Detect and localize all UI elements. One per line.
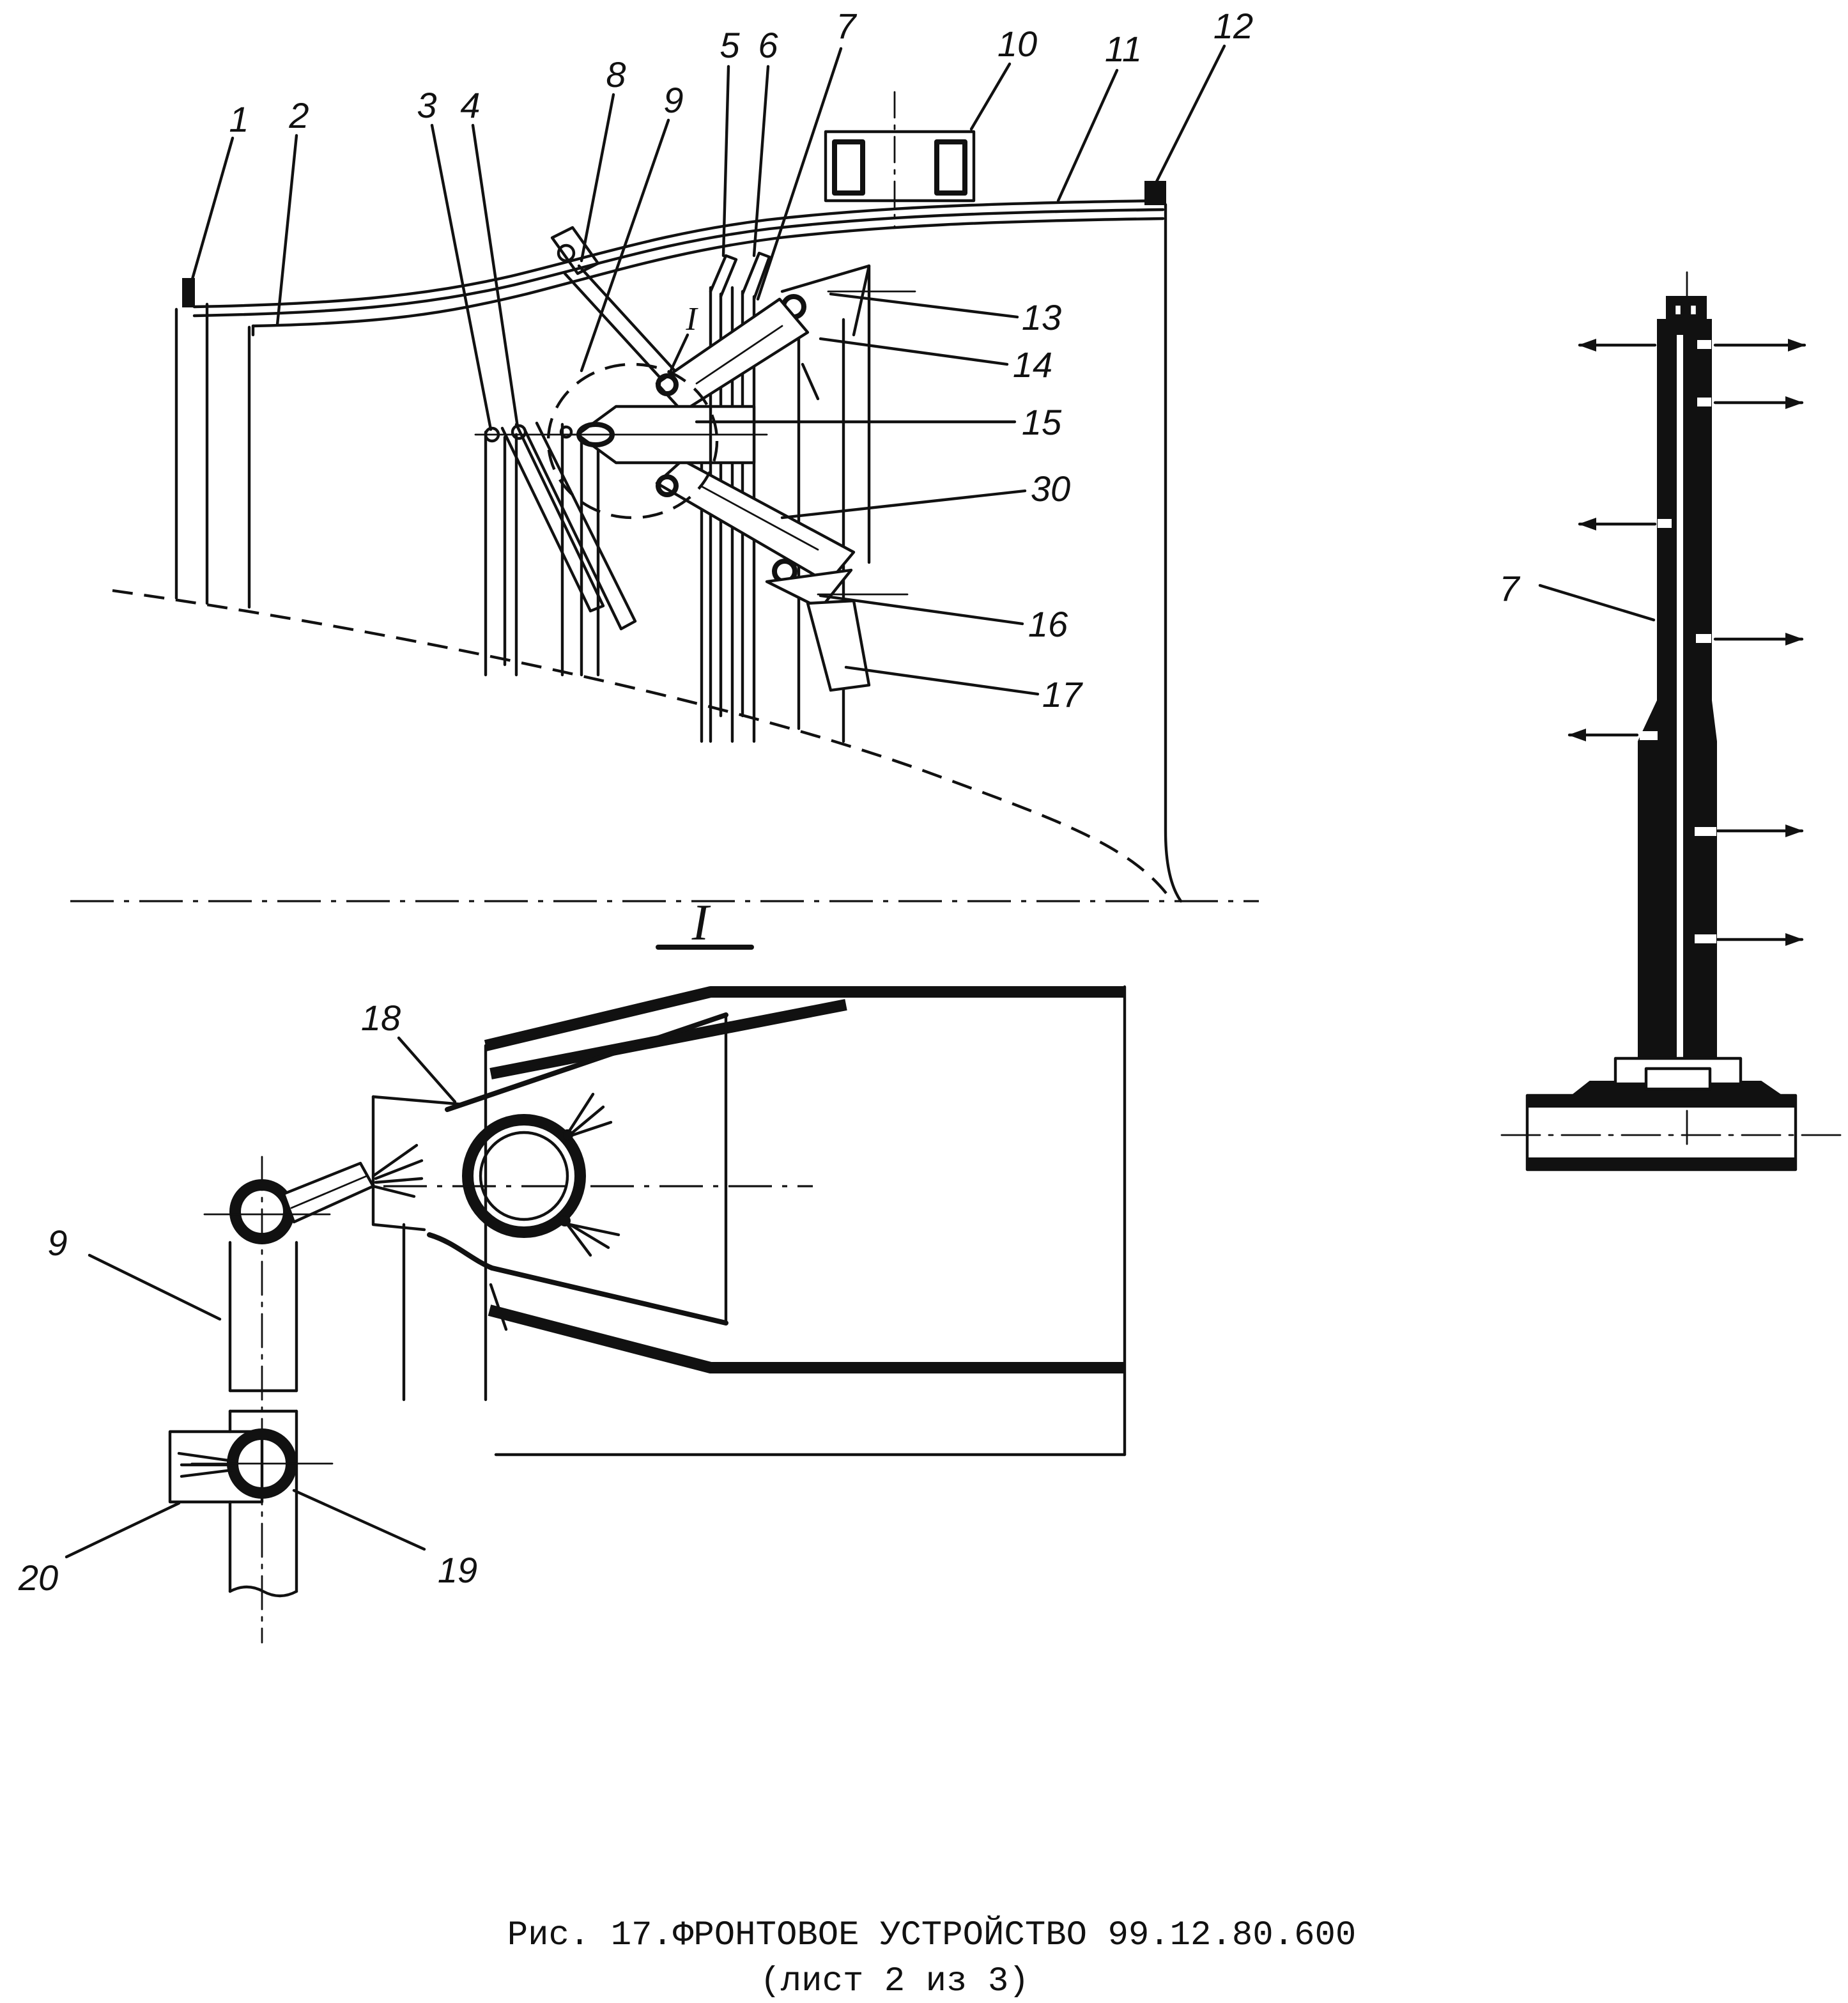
callout-7: 7	[836, 6, 857, 46]
injector-detail: 7	[1499, 271, 1844, 1172]
callout-5: 5	[720, 25, 740, 65]
rear-wall	[1164, 203, 1183, 903]
callout-19: 19	[438, 1550, 477, 1590]
caption-sheet: (лист 2 из 3)	[760, 1962, 1029, 2001]
callout-6: 6	[758, 25, 778, 65]
figure-caption: Рис. 17.ФРОНТОВОЕ УСТРОЙСТВО 99.12.80.60…	[507, 1915, 1357, 2001]
callout-12: 12	[1213, 6, 1253, 46]
callout-18: 18	[361, 998, 401, 1038]
swirler	[371, 1092, 620, 1257]
lower-arm	[655, 458, 856, 585]
inner-wall-dashed	[112, 589, 1171, 899]
upper-arm	[655, 297, 810, 414]
link-rod	[550, 226, 677, 380]
callout-11: 11	[1105, 29, 1142, 69]
callout-1: 1	[229, 99, 249, 139]
lower-tab	[806, 599, 871, 692]
section-mark-I: I	[685, 301, 698, 337]
injector-base	[1500, 1056, 1844, 1172]
swirler-ring	[462, 1114, 586, 1238]
spray-arrows	[1567, 339, 1806, 946]
callout-13: 13	[1022, 297, 1061, 337]
main-leaders	[190, 44, 1226, 696]
callout-14: 14	[1013, 344, 1052, 385]
injector-orifices	[1640, 340, 1716, 943]
struts-3-4	[474, 421, 637, 677]
callout-2: 2	[288, 95, 309, 135]
callout-15: 15	[1022, 402, 1062, 442]
detail-title: I	[691, 895, 711, 951]
swirler-cone	[561, 405, 768, 465]
front-column	[174, 278, 251, 609]
callout-4: 4	[460, 85, 480, 125]
detail-leaders	[65, 1036, 457, 1559]
detail-I-region	[546, 362, 719, 520]
callout-8: 8	[606, 54, 626, 95]
main-callouts: 1 2 3 4 8 9 5 6 7 10 11 12 13 14 15 30 1…	[229, 6, 1253, 715]
caption-title: Рис. 17.ФРОНТОВОЕ УСТРОЙСТВО 99.12.80.60…	[507, 1915, 1357, 1955]
callout-16: 16	[1028, 604, 1068, 644]
callout-10: 10	[997, 24, 1037, 64]
callout-7-injector: 7	[1499, 568, 1520, 608]
fuel-nozzle	[203, 1143, 424, 1244]
callout-9-detail: 9	[47, 1223, 67, 1263]
main-view: 1 2 3 4 8 9 5 6 7 10 11 12 13 14 15 30 1…	[70, 6, 1259, 903]
callout-17: 17	[1042, 674, 1083, 715]
injector-cap	[1666, 296, 1707, 323]
flame-tube-head	[402, 985, 1127, 1457]
callout-30: 30	[1031, 468, 1070, 509]
detail-callouts: 18 9 20 19	[18, 998, 477, 1598]
column-cap	[182, 278, 195, 307]
lower-bracket	[765, 568, 853, 610]
top-fitting-box	[824, 91, 976, 229]
detail-I: I	[18, 895, 1127, 1644]
rod-fitting	[168, 1428, 334, 1504]
callout-3: 3	[417, 85, 436, 125]
rear-flange-cap	[1144, 181, 1166, 205]
fuel-rod	[228, 1156, 298, 1644]
callout-9: 9	[663, 80, 683, 120]
outer-casing	[192, 199, 1165, 337]
callout-20: 20	[18, 1558, 58, 1598]
injector-leader	[1538, 584, 1656, 622]
